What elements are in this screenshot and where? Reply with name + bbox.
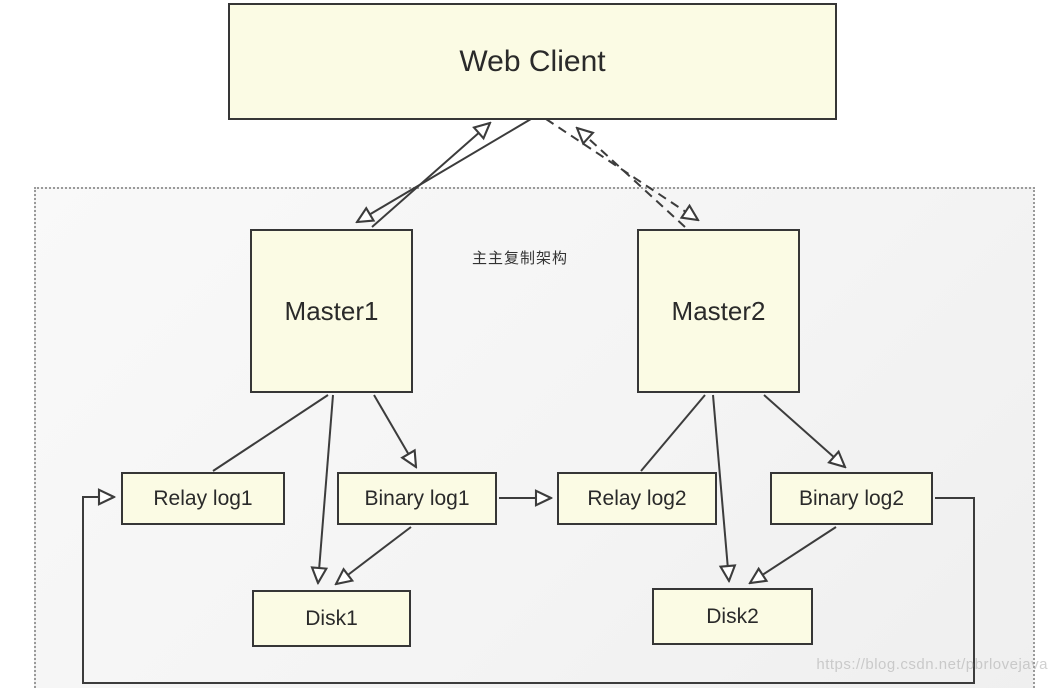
node-disk1: Disk1 (252, 590, 411, 647)
node-master2: Master2 (637, 229, 800, 393)
arrow-master2-to-webclient (577, 128, 686, 228)
arrow-binarylog1-to-disk1 (336, 526, 412, 584)
node-relay-log2: Relay log2 (557, 472, 717, 525)
replication-group-container (34, 187, 1035, 688)
arrow-webclient-to-master2 (545, 118, 698, 220)
node-binary-log2-label: Binary log2 (798, 486, 905, 510)
node-disk1-label: Disk1 (305, 606, 358, 630)
node-master1: Master1 (250, 229, 413, 393)
node-master2-label: Master2 (671, 295, 766, 326)
arrow-binarylog2-to-disk2 (750, 526, 837, 583)
node-binary-log1: Binary log1 (337, 472, 497, 525)
node-relay-log1: Relay log1 (121, 472, 285, 525)
node-web-client: Web Client (228, 3, 837, 120)
arrow-master1-to-disk1 (318, 394, 334, 583)
arrow-master1-to-binarylog1 (373, 394, 416, 467)
node-web-client-label: Web Client (459, 44, 606, 78)
arrow-master1-to-webclient (371, 123, 490, 228)
node-disk2-label: Disk2 (706, 604, 759, 628)
node-binary-log2: Binary log2 (770, 472, 933, 525)
line-master1-to-relaylog1 (212, 394, 329, 472)
node-master1-label: Master1 (284, 295, 379, 326)
watermark-text: https://blog.csdn.net/pbrlovejava (816, 656, 1048, 673)
arrow-binarylog2-to-relaylog1 (82, 497, 975, 684)
arrow-master2-to-disk2 (712, 394, 729, 581)
line-master2-to-relaylog2 (640, 394, 706, 472)
node-binary-log1-label: Binary log1 (364, 486, 470, 510)
node-relay-log2-label: Relay log2 (587, 486, 687, 510)
node-relay-log1-label: Relay log1 (153, 486, 253, 510)
arrow-master2-to-binarylog2 (763, 394, 845, 467)
replication-architecture-label: 主主复制架构 (472, 250, 569, 267)
node-disk2: Disk2 (652, 588, 813, 645)
arrow-webclient-to-master1 (357, 118, 532, 222)
